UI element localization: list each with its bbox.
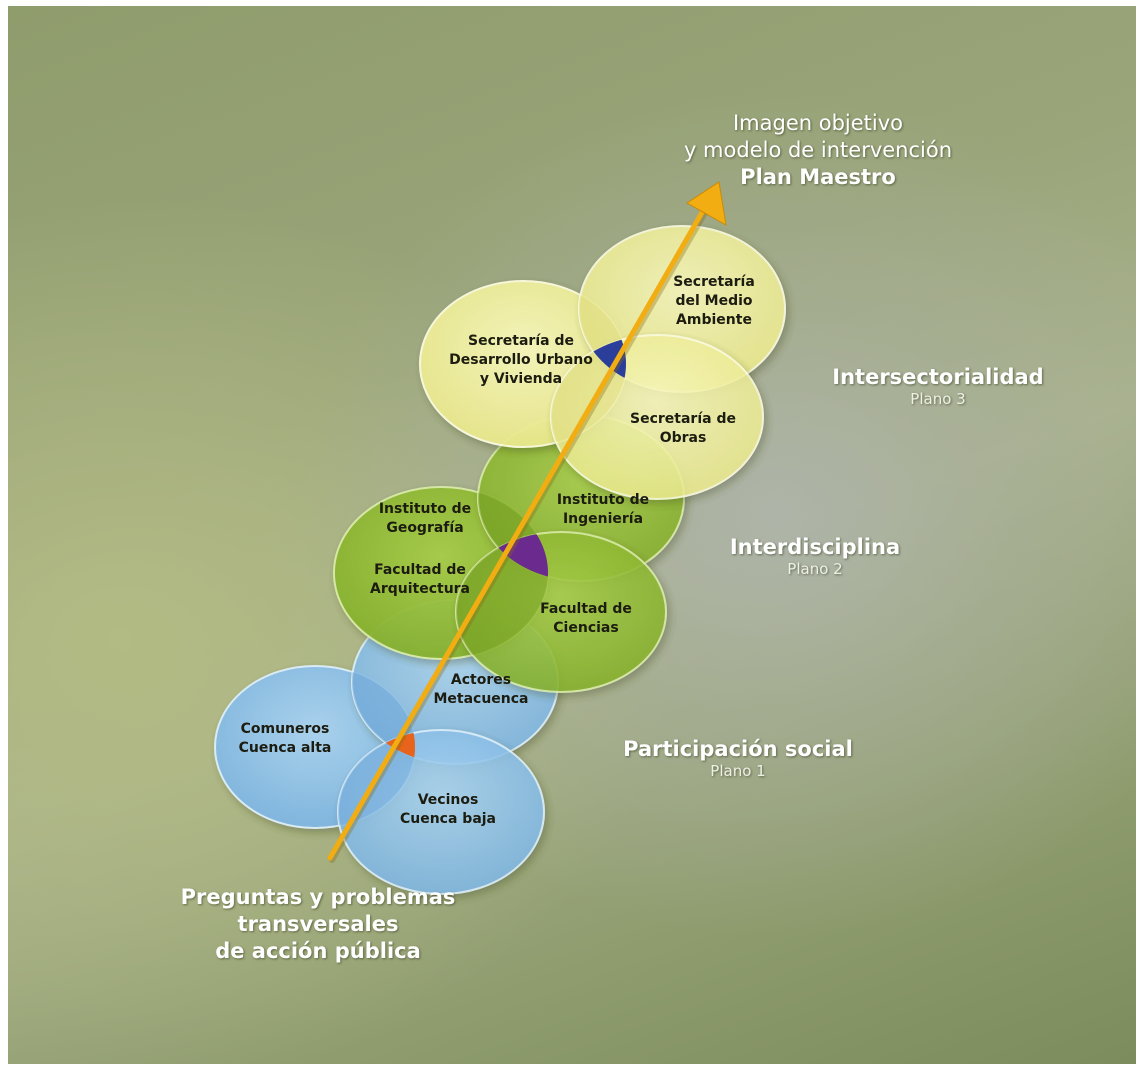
ellipse-text: Actores — [450, 672, 512, 688]
goal-label: Imagen objetivo y modelo de intervención… — [608, 110, 1028, 191]
ellipse-text: Obras — [659, 430, 707, 446]
diagram-canvas: Imagen objetivo y modelo de intervención… — [8, 6, 1136, 1064]
ellipse-text: Facultad de — [540, 601, 632, 617]
plane-title-text: Participación social — [623, 737, 853, 761]
origin-line-1: Preguntas y problemas — [180, 885, 456, 909]
goal-line-3: Plan Maestro — [740, 165, 896, 189]
ellipse-text: Ingeniería — [562, 511, 644, 527]
ellipse-text: Cuenca baja — [399, 811, 497, 827]
ellipse-text: Cuenca alta — [238, 740, 332, 756]
ellipse-text: Arquitectura — [369, 581, 471, 597]
ellipse-text: Instituto de — [378, 501, 472, 517]
plane-title-text: Intersectorialidad — [832, 365, 1044, 389]
ellipse-text: Secretaría de — [468, 333, 574, 349]
ellipse-text: del Medio — [675, 293, 753, 309]
label-instituto-ingenieria: Instituto de Ingeniería — [548, 491, 658, 529]
label-secretaria-desarrollo: Secretaría de Desarrollo Urbano y Vivien… — [446, 332, 596, 389]
origin-line-3: de acción pública — [215, 939, 421, 963]
venn-planes-diagram — [214, 181, 786, 895]
ellipse-vecinos — [337, 729, 545, 895]
ellipse-text: Ciencias — [553, 620, 619, 636]
ellipse-text: Comuneros — [240, 721, 330, 737]
label-secretaria-medio-ambiente: Secretaría del Medio Ambiente — [654, 273, 774, 330]
plane-subtitle-text: Plano 3 — [910, 390, 966, 408]
goal-line-1: Imagen objetivo — [732, 111, 904, 135]
label-secretaria-obras: Secretaría de Obras — [628, 410, 738, 448]
ellipse-text: Metacuenca — [433, 691, 529, 707]
ellipse-text: Desarrollo Urbano — [449, 352, 593, 368]
plane-title-text: Interdisciplina — [729, 535, 901, 559]
plane-subtitle-text: Plano 2 — [787, 560, 843, 578]
goal-line-2: y modelo de intervención — [683, 138, 953, 162]
plane-1-title: Participación social Plano 1 — [598, 736, 878, 780]
label-actores-metacuenca: Actores Metacuenca — [426, 671, 536, 709]
ellipse-text: Ambiente — [676, 312, 752, 328]
origin-label: Preguntas y problemas transversales de a… — [158, 884, 478, 965]
ellipse-facultad-ciencias — [455, 531, 667, 693]
origin-line-2: transversales — [237, 912, 399, 936]
arrow-head-icon — [686, 181, 727, 226]
ellipse-text: Instituto de — [556, 492, 650, 508]
ellipse-text: y Vivienda — [479, 371, 563, 387]
label-facultad-arquitectura: Facultad de Arquitectura — [360, 561, 480, 599]
plane-2-title: Interdisciplina Plano 2 — [705, 534, 925, 578]
ellipse-text: Vecinos — [417, 792, 479, 808]
ellipse-text: Secretaría de — [630, 411, 736, 427]
ellipse-text: Geografía — [386, 520, 464, 536]
label-vecinos: Vecinos Cuenca baja — [393, 791, 503, 829]
plane-3-title: Intersectorialidad Plano 3 — [808, 364, 1068, 408]
ellipse-text: Facultad de — [374, 562, 466, 578]
ellipse-secretaria-obras — [550, 334, 764, 500]
label-comuneros: Comuneros Cuenca alta — [230, 720, 340, 758]
plane-3-ellipses — [419, 225, 786, 500]
ellipse-text: Secretaría — [673, 274, 755, 290]
plane-subtitle-text: Plano 1 — [710, 762, 766, 780]
label-facultad-ciencias: Facultad de Ciencias — [531, 600, 641, 638]
progression-arrow — [327, 181, 727, 863]
label-instituto-geografia: Instituto de Geografía — [370, 500, 480, 538]
